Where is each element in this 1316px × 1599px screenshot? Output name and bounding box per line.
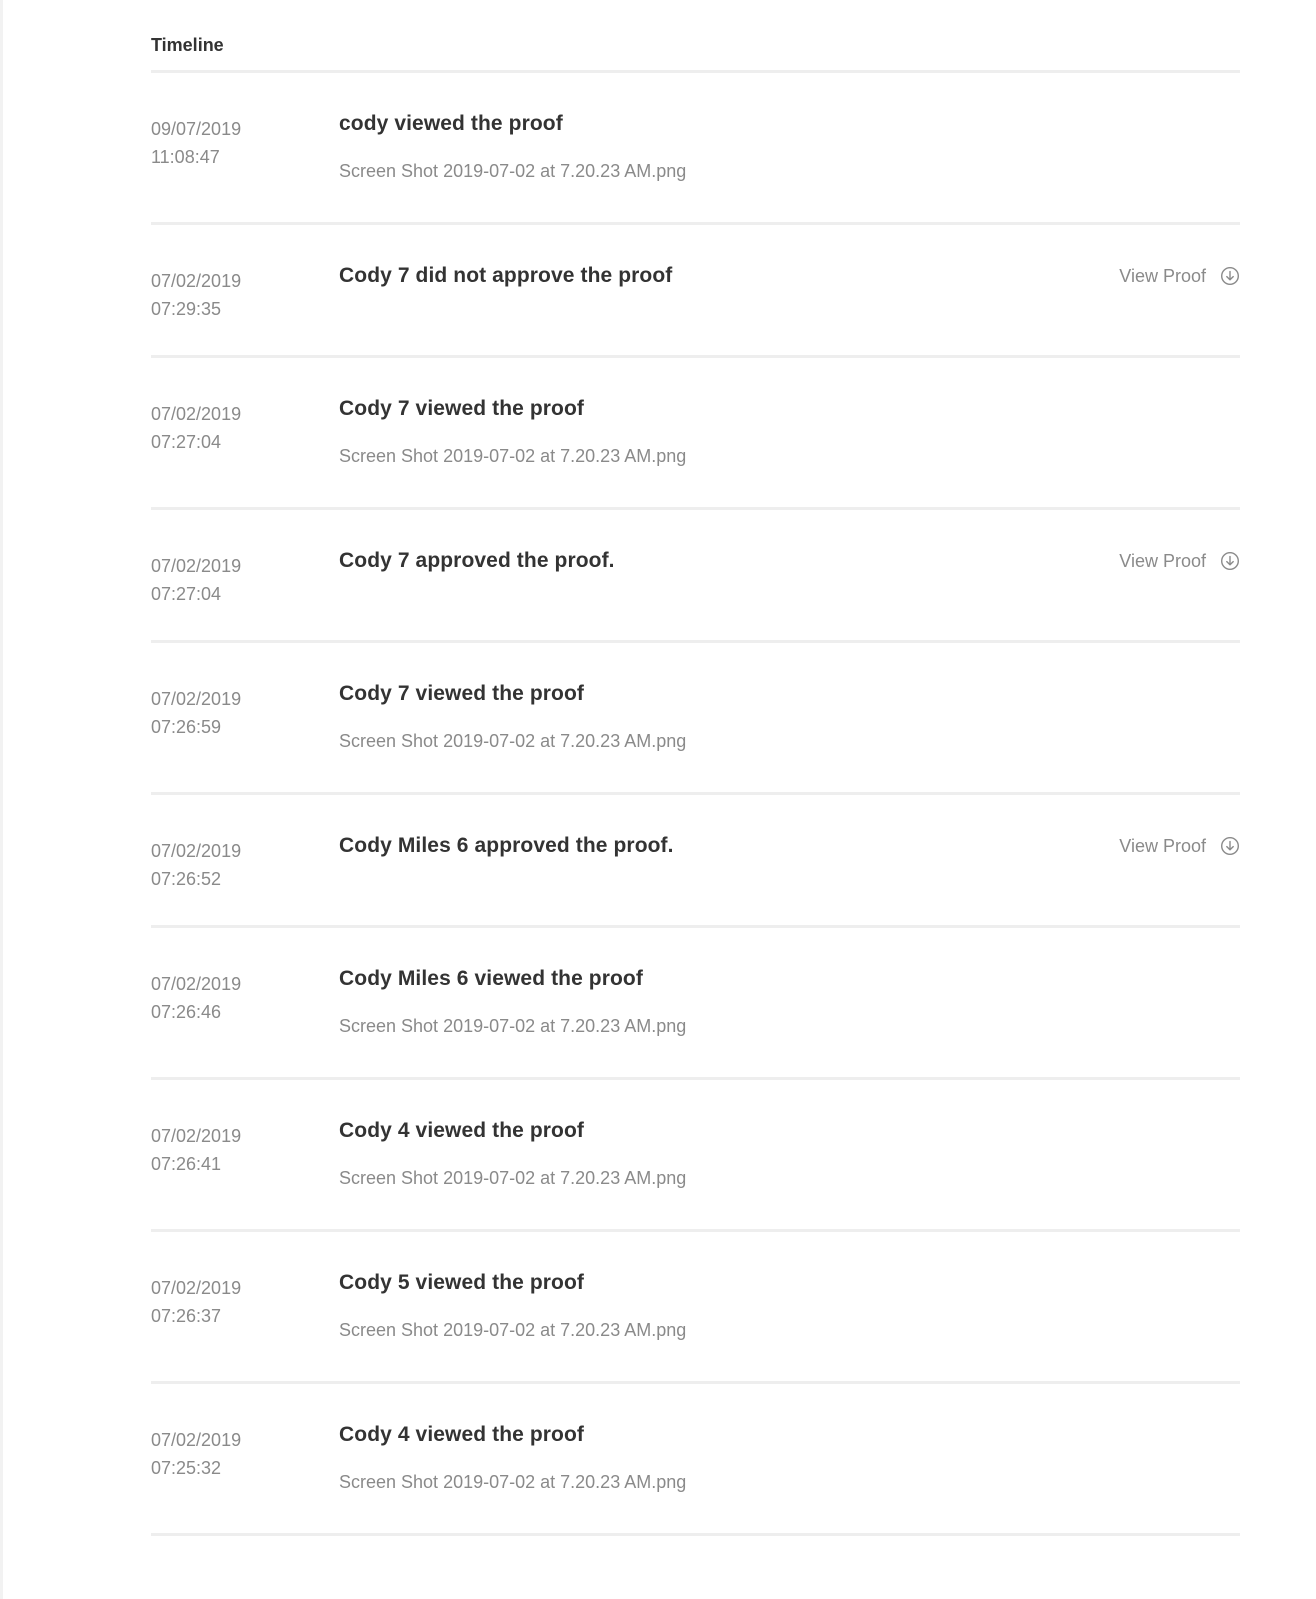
view-proof-link[interactable]: View Proof [1119, 835, 1240, 857]
entry-date: 07/02/2019 [151, 1126, 242, 1146]
entry-time: 07:29:35 [151, 299, 222, 319]
entry-file-name: Screen Shot 2019-07-02 at 7.20.23 AM.png [339, 1320, 687, 1340]
entry-date: 07/02/2019 [151, 404, 242, 424]
entry-file-name: Screen Shot 2019-07-02 at 7.20.23 AM.png [339, 1016, 687, 1036]
timeline-entry: 07/02/2019 07:26:46 Cody Miles 6 viewed th… [151, 928, 1240, 1080]
entry-timestamp: 07/02/2019 07:25:32 [151, 1426, 241, 1482]
arrow-down-circle-icon[interactable] [1220, 836, 1240, 856]
entry-date: 07/02/2019 [151, 271, 242, 291]
timeline-entry: 07/02/2019 07:26:52 Cody Miles 6 approved … [151, 795, 1240, 928]
entry-content: Cody 7 did not approve the proof [339, 263, 672, 289]
arrow-down-circle-icon[interactable] [1220, 551, 1240, 571]
entry-time: 07:26:46 [151, 1002, 222, 1022]
view-proof-label: View Proof [1119, 836, 1206, 856]
entry-timestamp: 07/02/2019 07:27:04 [151, 400, 241, 456]
timeline-entry: 07/02/2019 07:25:32 Cody 4 viewed the proo… [151, 1384, 1240, 1536]
view-proof-label: View Proof [1119, 266, 1206, 286]
entry-file-name: Screen Shot 2019-07-02 at 7.20.23 AM.png [339, 1472, 687, 1492]
timeline-entry: 07/02/2019 07:29:35 Cody 7 did not approve… [151, 225, 1240, 358]
entry-time: 07:27:04 [151, 584, 222, 604]
entry-time: 07:26:59 [151, 717, 222, 737]
entry-timestamp: 07/02/2019 07:26:52 [151, 837, 241, 893]
view-proof-link[interactable]: View Proof [1119, 265, 1240, 287]
view-proof-label: View Proof [1119, 551, 1206, 571]
entry-timestamp: 07/02/2019 07:26:46 [151, 970, 241, 1026]
entry-title: Cody 7 viewed the proof [339, 397, 584, 420]
timeline-header: Timeline [151, 0, 1240, 73]
entry-timestamp: 07/02/2019 07:26:37 [151, 1274, 241, 1330]
entry-file-name: Screen Shot 2019-07-02 at 7.20.23 AM.png [339, 1168, 687, 1188]
entry-timestamp: 09/07/2019 11:08:47 [151, 115, 241, 171]
entry-title: Cody 5 viewed the proof [339, 1271, 584, 1294]
entry-date: 07/02/2019 [151, 556, 242, 576]
entry-date: 07/02/2019 [151, 841, 242, 861]
entry-date: 07/02/2019 [151, 974, 242, 994]
timeline-entry: 07/02/2019 07:27:04 Cody 7 approved the pr… [151, 510, 1240, 643]
entry-title: Cody Miles 6 viewed the proof [339, 967, 643, 990]
timeline-entry: 07/02/2019 07:27:04 Cody 7 viewed the proo… [151, 358, 1240, 510]
timeline-entry: 07/02/2019 07:26:37 Cody 5 viewed the proo… [151, 1232, 1240, 1384]
view-proof-link[interactable]: View Proof [1119, 550, 1240, 572]
entry-date: 09/07/2019 [151, 119, 242, 139]
timeline-entry: 07/02/2019 07:26:41 Cody 4 viewed the proo… [151, 1080, 1240, 1232]
entry-date: 07/02/2019 [151, 689, 242, 709]
entry-file-name: Screen Shot 2019-07-02 at 7.20.23 AM.png [339, 731, 687, 751]
entry-content: Cody Miles 6 approved the proof. [339, 833, 674, 859]
entry-date: 07/02/2019 [151, 1430, 242, 1450]
entry-timestamp: 07/02/2019 07:26:41 [151, 1122, 241, 1178]
timeline-title: Timeline [151, 35, 224, 55]
entry-title: Cody Miles 6 approved the proof. [339, 834, 674, 857]
arrow-down-circle-icon[interactable] [1220, 266, 1240, 286]
entry-title: Cody 7 viewed the proof [339, 682, 584, 705]
timeline-panel: Timeline 09/07/2019 11:08:47 cody viewed t… [151, 0, 1240, 1536]
left-edge-border [0, 0, 3, 1599]
entry-time: 07:25:32 [151, 1458, 222, 1478]
entry-time: 07:26:37 [151, 1306, 222, 1326]
entry-time: 07:26:52 [151, 869, 222, 889]
entry-title: cody viewed the proof [339, 112, 563, 135]
entry-title: Cody 4 viewed the proof [339, 1119, 584, 1142]
entry-timestamp: 07/02/2019 07:26:59 [151, 685, 241, 741]
entry-time: 07:26:41 [151, 1154, 222, 1174]
entry-date: 07/02/2019 [151, 1278, 242, 1298]
entry-timestamp: 07/02/2019 07:27:04 [151, 552, 241, 608]
entry-file-name: Screen Shot 2019-07-02 at 7.20.23 AM.png [339, 446, 687, 466]
entry-title: Cody 7 approved the proof. [339, 549, 615, 572]
entry-time: 11:08:47 [151, 147, 220, 167]
timeline-entry: 07/02/2019 07:26:59 Cody 7 viewed the proo… [151, 643, 1240, 795]
entry-file-name: Screen Shot 2019-07-02 at 7.20.23 AM.png [339, 161, 687, 181]
entry-time: 07:27:04 [151, 432, 222, 452]
entry-title: Cody 4 viewed the proof [339, 1423, 584, 1446]
entry-content: Cody 7 approved the proof. [339, 548, 615, 574]
entry-title: Cody 7 did not approve the proof [339, 264, 673, 287]
entry-timestamp: 07/02/2019 07:29:35 [151, 267, 241, 323]
